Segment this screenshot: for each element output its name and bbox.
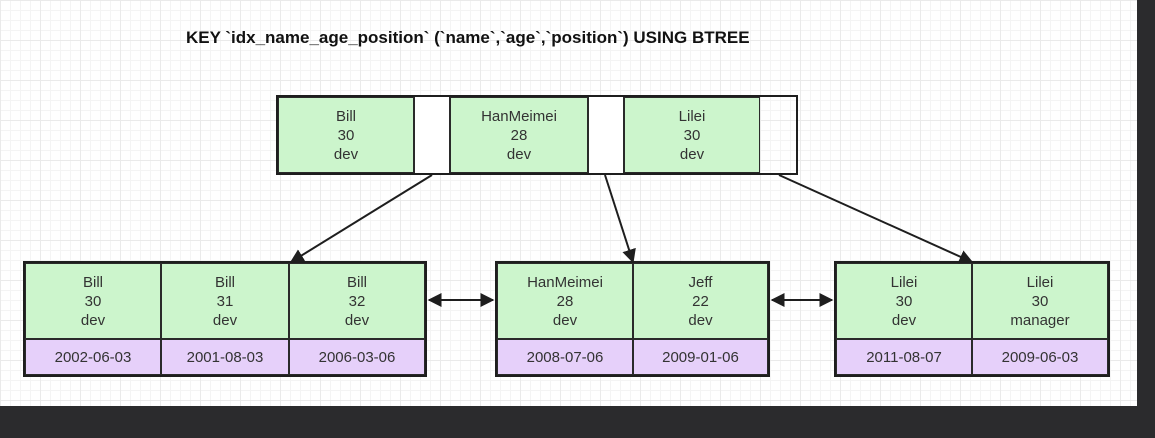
leaf-1-key-1-name: Bill <box>82 273 103 291</box>
root-pointer-1 <box>414 97 450 173</box>
leaf-1-value-2: 2001-08-03 <box>161 339 289 375</box>
leaf-2-key-2-position: dev <box>688 311 713 329</box>
root-key-3-age: 30 <box>683 126 701 144</box>
leaf-3-key-2-name: Lilei <box>1026 273 1054 291</box>
leaf-1-key-1-age: 30 <box>84 292 102 310</box>
leaf-1-key-3-name: Bill <box>346 273 367 291</box>
leaf-1-key-3: Bill 32 dev <box>289 263 425 339</box>
leaf-1-key-2-age: 31 <box>216 292 234 310</box>
root-pointer-2 <box>588 97 624 173</box>
leaf-1-key-3-position: dev <box>344 311 370 329</box>
leaf-1-key-1-position: dev <box>80 311 106 329</box>
root-key-1: Bill 30 dev <box>278 97 414 173</box>
root-key-2-age: 28 <box>510 126 528 144</box>
leaf-node-1 <box>23 261 427 377</box>
root-node <box>276 95 798 175</box>
root-key-2-name: HanMeimei <box>481 107 557 125</box>
leaf-1-key-2: Bill 31 dev <box>161 263 289 339</box>
root-key-3-name: Lilei <box>678 107 706 125</box>
root-key-1-name: Bill <box>335 107 356 125</box>
root-key-3: Lilei 30 dev <box>624 97 760 173</box>
leaf-3-key-1: Lilei 30 dev <box>836 263 972 339</box>
arrows-layer <box>289 174 974 307</box>
root-key-1-position: dev <box>333 145 359 163</box>
leaf-1-key-3-age: 32 <box>348 292 366 310</box>
leaf-2-key-2-name: Jeff <box>688 273 713 291</box>
leaf-1-value-1: 2002-06-03 <box>25 339 161 375</box>
leaf-2-key-2-age: 22 <box>692 292 709 310</box>
leaf-3-key-1-position: dev <box>891 311 917 329</box>
leaf-1-key-2-name: Bill <box>214 273 235 291</box>
root-key-2-position: dev <box>506 145 532 163</box>
pointer-arrow-3 <box>778 174 974 264</box>
leaf-3-key-2: Lilei 30 manager <box>972 263 1108 339</box>
leaf-2-key-1: HanMeimei 28 dev <box>497 263 633 339</box>
leaf-2-value-1: 2008-07-06 <box>497 339 633 375</box>
leaf-3-value-2: 2009-06-03 <box>972 339 1108 375</box>
root-key-2: HanMeimei 28 dev <box>450 97 588 173</box>
pointer-arrow-2 <box>604 174 636 264</box>
diagram-title: KEY `idx_name_age_position` (`name`,`age… <box>186 28 750 47</box>
leaf-3-key-1-age: 30 <box>895 292 913 310</box>
leaf-3-key-2-position: manager <box>1010 311 1070 329</box>
pointer-arrow-1 <box>289 174 433 263</box>
leaf-2-key-1-age: 28 <box>556 292 574 310</box>
leaf-1-key-1: Bill 30 dev <box>25 263 161 339</box>
leaf-1-value-3: 2006-03-06 <box>289 339 425 375</box>
root-key-3-position: dev <box>679 145 705 163</box>
leaf-3-value-1: 2011-08-07 <box>836 339 972 375</box>
leaf-3-key-2-age: 30 <box>1031 292 1049 310</box>
leaf-3-key-1-name: Lilei <box>890 273 918 291</box>
leaf-2-key-1-position: dev <box>552 311 578 329</box>
leaf-2-key-2: Jeff 22 dev <box>633 263 768 339</box>
leaf-1-key-2-position: dev <box>212 311 238 329</box>
leaf-2-value-2: 2009-01-06 <box>633 339 768 375</box>
diagram-canvas: KEY `idx_name_age_position` (`name`,`age… <box>0 0 1137 406</box>
root-key-1-age: 30 <box>337 126 355 144</box>
leaf-2-key-1-name: HanMeimei <box>527 273 603 291</box>
